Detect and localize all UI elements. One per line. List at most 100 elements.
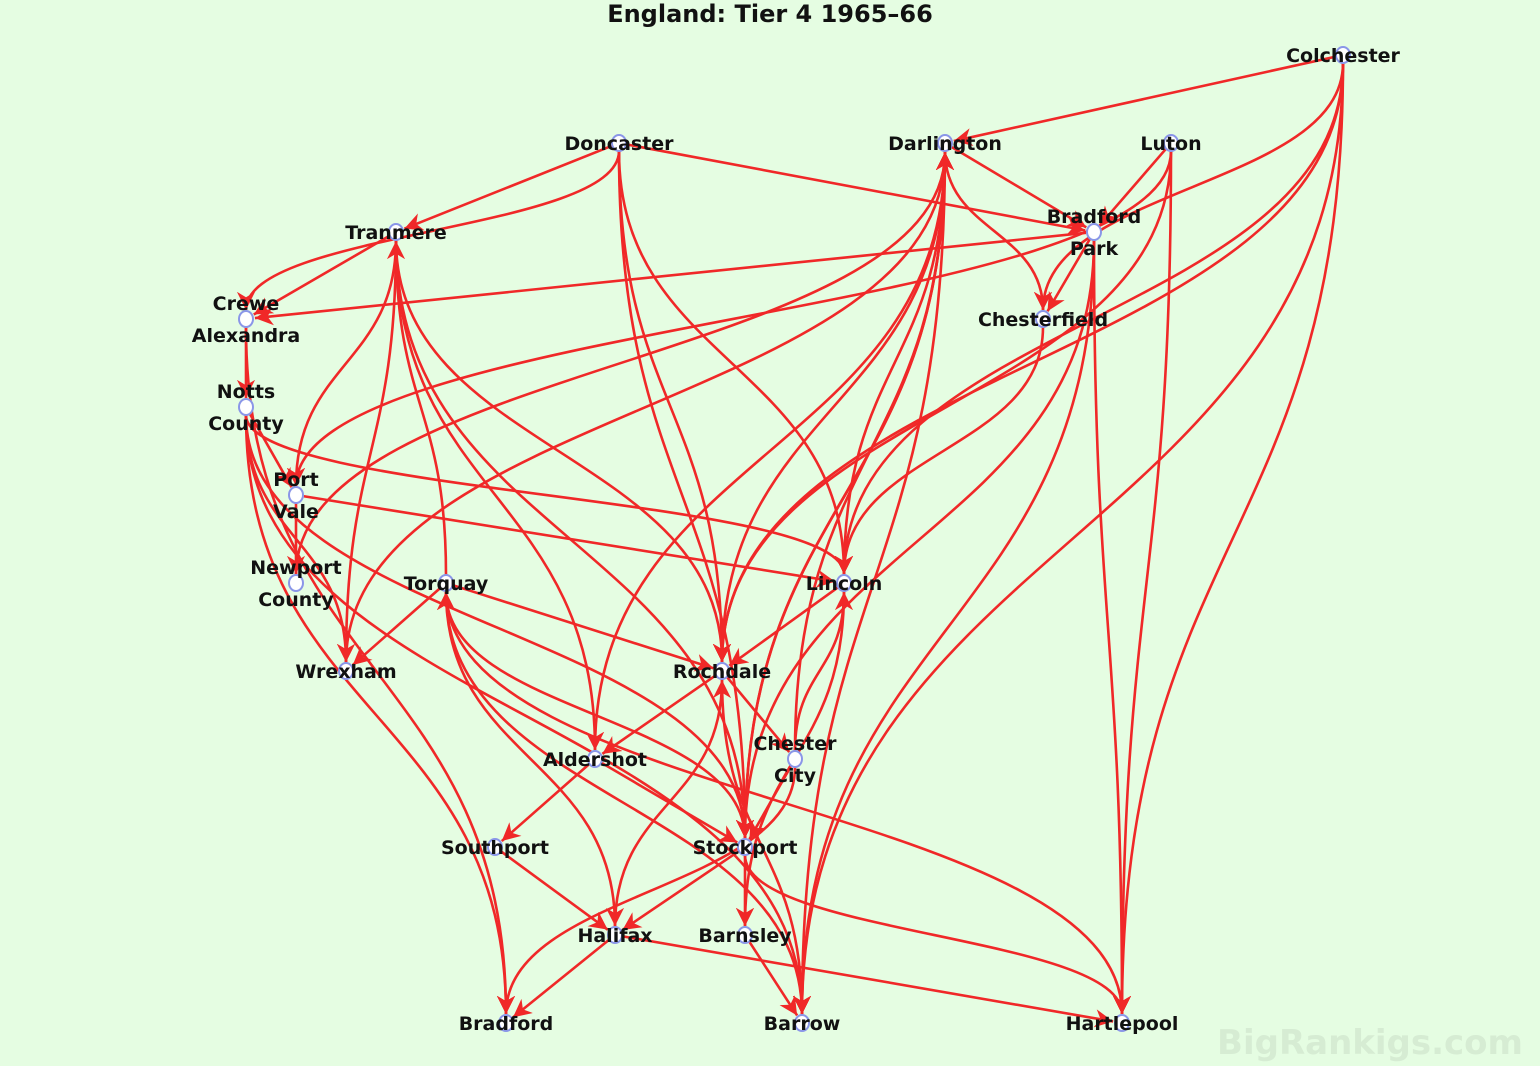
edge-tranmere-to-crewe <box>253 234 390 316</box>
edge-tranmere-to-portvale <box>286 239 398 487</box>
edge-doncaster-to-lincoln <box>617 150 854 575</box>
edge-chester-to-lincoln <box>793 591 854 752</box>
node-circle <box>438 574 454 592</box>
node-circle <box>498 1014 514 1032</box>
node-circle <box>737 838 753 856</box>
node-label: Doncaster <box>564 133 674 155</box>
node-label: County <box>208 413 284 435</box>
edge-luton-to-rochdale <box>712 150 1173 663</box>
node-circle <box>1086 223 1102 241</box>
edge-notts-to-lincoln <box>244 414 853 575</box>
edge-halifax-to-hartlepool <box>622 935 1114 1028</box>
edge-rochdale-to-barrow <box>720 678 812 1015</box>
edge-darlington-to-bradfordpa <box>951 145 1087 229</box>
diagram-title: England: Tier 4 1965–66 <box>607 0 933 28</box>
node-circle <box>1163 134 1179 152</box>
edge-colchester-to-hartlepool <box>1112 62 1345 1015</box>
edge-colchester-to-chesterfield <box>1033 62 1345 311</box>
node-circle <box>787 750 803 768</box>
node-torquay[interactable]: Torquay <box>404 573 489 595</box>
node-label: Newport <box>250 557 341 579</box>
edge-notts-to-portvale <box>248 413 293 488</box>
node-label: Darlington <box>888 133 1002 155</box>
node-label: Stockport <box>693 837 798 859</box>
node-label: Hartlepool <box>1066 1013 1179 1035</box>
node-label: Rochdale <box>673 661 771 683</box>
edge-colchester-to-darlington <box>953 55 1336 147</box>
edge-notts-to-bradford <box>244 414 516 1015</box>
node-halifax[interactable]: Halifax <box>577 925 652 947</box>
edge-southport-to-halifax <box>500 850 609 931</box>
node-label: Alexandra <box>192 325 301 347</box>
node-lincoln[interactable]: Lincoln <box>806 573 883 595</box>
node-label: Barrow <box>764 1013 841 1035</box>
edge-darlington-to-barrow <box>792 150 947 1015</box>
node-circle <box>238 398 254 416</box>
node-label: Chesterfield <box>978 309 1108 331</box>
edge-luton-to-hartlepool <box>1112 150 1173 1015</box>
node-tranmere[interactable]: Tranmere <box>345 222 447 244</box>
node-label: Tranmere <box>345 222 447 244</box>
edge-stockport-to-halifax <box>621 850 740 932</box>
edge-darlington-to-chesterfield <box>943 150 1053 311</box>
node-rochdale[interactable]: Rochdale <box>673 661 771 683</box>
node-hartlepool[interactable]: Hartlepool <box>1066 1013 1179 1035</box>
node-doncaster[interactable]: Doncaster <box>564 133 674 155</box>
node-circle <box>611 134 627 152</box>
edge-notts-to-barrow <box>244 414 812 1015</box>
node-label: Notts <box>217 381 275 403</box>
node-darlington[interactable]: Darlington <box>888 133 1002 155</box>
edge-torquay-to-halifax <box>444 590 625 927</box>
node-circle <box>794 1014 810 1032</box>
edge-tranmere-to-aldershot <box>394 239 605 751</box>
edge-stockport-to-hartlepool <box>743 854 1132 1015</box>
edge-luton-to-portvale <box>286 150 1173 487</box>
edge-rochdale-to-chester <box>726 676 791 753</box>
node-label: Barnsley <box>698 925 792 947</box>
edge-stockport-to-darlington <box>743 151 955 840</box>
node-barnsley[interactable]: Barnsley <box>698 925 792 947</box>
node-stockport[interactable]: Stockport <box>693 837 798 859</box>
edge-bradfordpa-to-barrow <box>792 239 1096 1015</box>
edge-doncaster-to-bradfordpa <box>626 143 1086 236</box>
edge-halifax-to-bradford <box>512 939 610 1019</box>
node-label: Park <box>1070 238 1119 260</box>
edge-stockport-to-torquay <box>436 591 747 840</box>
node-circle <box>714 662 730 680</box>
node-label: Crewe <box>213 293 280 315</box>
node-circle <box>1114 1014 1130 1032</box>
node-luton[interactable]: Luton <box>1140 133 1201 155</box>
node-label: Bradford <box>459 1013 554 1035</box>
node-southport[interactable]: Southport <box>441 837 549 859</box>
node-bradford[interactable]: Bradford <box>459 1013 554 1035</box>
edge-bradfordpa-to-chesterfield <box>1046 238 1092 312</box>
node-circle <box>1035 310 1051 328</box>
edge-chester-to-stockport <box>748 765 793 840</box>
edge-crewe-to-bradford <box>244 326 516 1015</box>
edge-aldershot-to-southport <box>500 763 590 843</box>
edge-lincoln-to-darlington <box>842 151 955 576</box>
edge-barrow-to-torquay <box>436 591 804 1016</box>
edge-tranmere-to-rochdale <box>394 239 732 663</box>
node-label: Torquay <box>404 573 489 595</box>
node-colchester[interactable]: Colchester <box>1286 45 1400 67</box>
node-label: Lincoln <box>806 573 883 595</box>
node-barrow[interactable]: Barrow <box>764 1013 841 1035</box>
edge-bradfordpa-to-crewe <box>254 231 1087 326</box>
edge-torquay-to-wrexham <box>351 587 441 667</box>
node-label: Halifax <box>577 925 652 947</box>
edge-bradfordpa-to-stockport <box>735 239 1096 839</box>
node-chesterfield[interactable]: Chesterfield <box>978 309 1108 331</box>
edge-chesterfield-to-lincoln <box>834 326 1045 575</box>
node-aldershot[interactable]: Aldershot <box>543 749 647 771</box>
node-label: City <box>774 765 817 787</box>
node-wrexham[interactable]: Wrexham <box>295 661 396 683</box>
edge-torquay-to-tranmere <box>386 240 448 576</box>
node-circle <box>288 574 304 592</box>
